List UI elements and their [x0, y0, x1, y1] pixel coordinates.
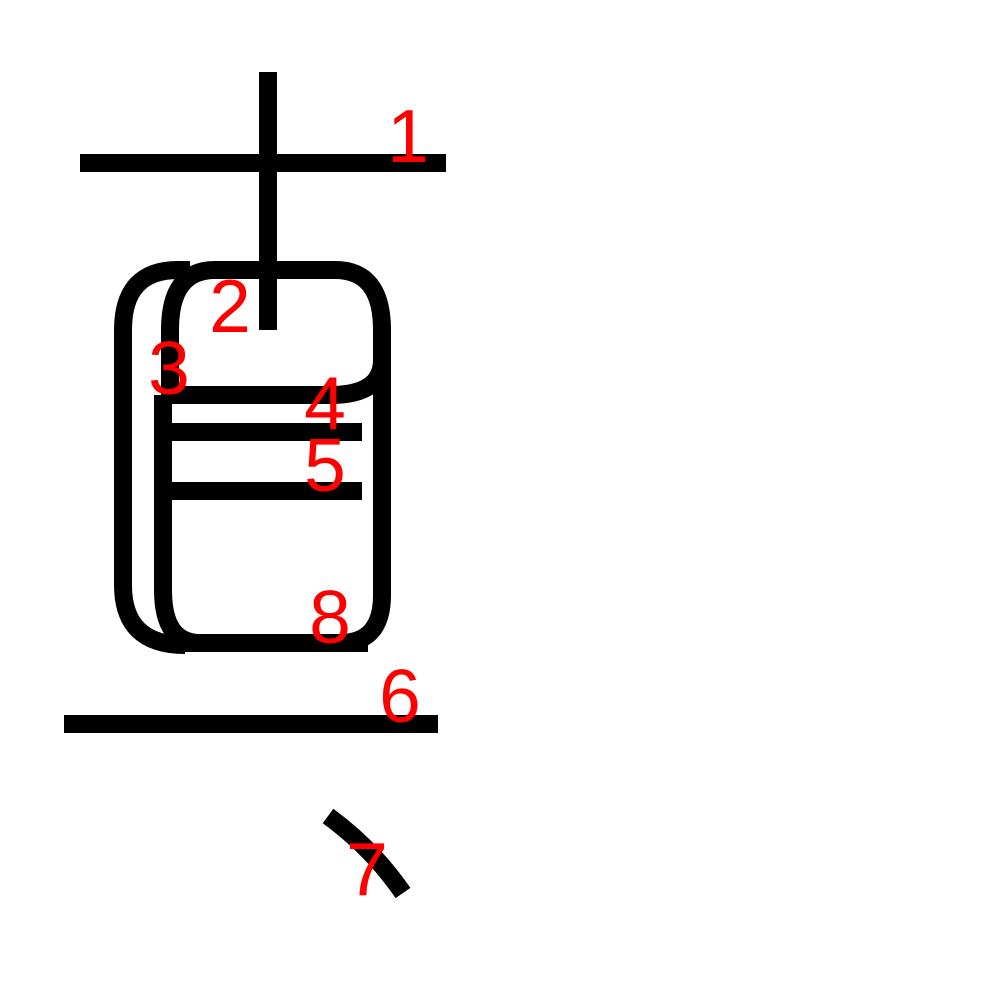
stroke-8-number: 8 [309, 575, 351, 659]
stroke-5-number: 5 [304, 423, 346, 507]
stroke-3-path [114, 261, 190, 654]
stroke-1-number: 1 [387, 94, 429, 178]
stroke-4-path [154, 261, 391, 652]
stroke-3-number: 3 [148, 326, 190, 410]
stroke-7-number: 7 [346, 827, 388, 911]
stroke-4-number: 4 [304, 361, 346, 445]
stroke-6-number: 6 [379, 654, 421, 738]
stroke-7-path [322, 808, 411, 899]
stroke-2-number: 2 [209, 264, 251, 348]
